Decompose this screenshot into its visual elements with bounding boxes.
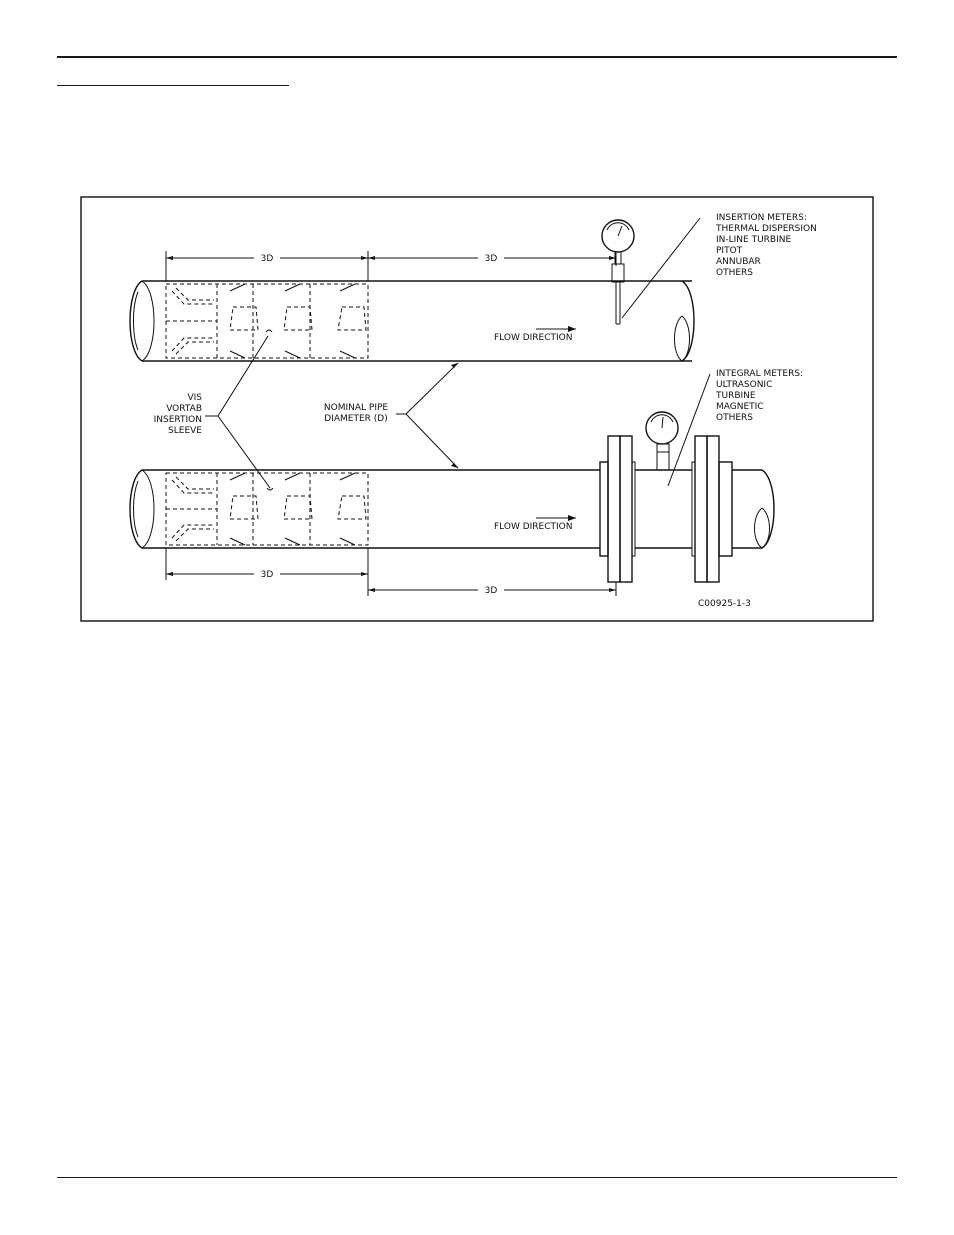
top-dimension — [166, 251, 616, 281]
insertion-meters-list: INSERTION METERS: THERMAL DISPERSION IN-… — [715, 213, 817, 278]
sleeve-line-0: VIS — [187, 393, 202, 403]
figure-code: C00925-1-3 — [698, 599, 751, 609]
flow-arrow-top-icon — [536, 326, 576, 332]
section-title-rule — [57, 85, 289, 86]
integral-meters-list: INTEGRAL METERS: ULTRASONIC TURBINE MAGN… — [715, 369, 803, 423]
integral-line-3: MAGNETIC — [716, 402, 764, 412]
flow-direction-top: FLOW DIRECTION — [494, 333, 573, 343]
insertion-line-1: THERMAL DISPERSION — [715, 224, 817, 234]
bottom-pipe — [130, 470, 774, 548]
sleeve-label: VIS VORTAB INSERTION SLEEVE — [154, 393, 203, 436]
flow-arrow-bottom-icon — [536, 515, 576, 521]
bottom-dimension — [166, 548, 616, 596]
integral-line-4: OTHERS — [716, 413, 753, 423]
bottom-left-dim-label: 3D — [261, 570, 274, 580]
pipe-diagram: 3D 3D FLOW DIRECTION INSERTION METERS: T… — [80, 196, 874, 622]
insertion-line-3: PITOT — [716, 246, 743, 256]
top-left-dim-label: 3D — [261, 254, 274, 264]
nominal-line-0: NOMINAL PIPE — [324, 403, 389, 413]
flow-direction-bottom: FLOW DIRECTION — [494, 522, 573, 532]
footer-rule — [57, 1177, 897, 1178]
insertion-line-0: INSERTION METERS: — [716, 213, 807, 223]
bottom-flanges — [600, 436, 732, 582]
insertion-line-5: OTHERS — [716, 268, 753, 278]
flow-conditioning-figure: 3D 3D FLOW DIRECTION INSERTION METERS: T… — [80, 196, 874, 622]
nominal-label: NOMINAL PIPE DIAMETER (D) — [324, 403, 389, 424]
sleeve-line-1: VORTAB — [166, 404, 202, 414]
integral-line-0: INTEGRAL METERS: — [716, 369, 803, 379]
integral-line-2: TURBINE — [715, 391, 756, 401]
nominal-leaders — [396, 363, 458, 468]
sleeve-line-2: INSERTION — [154, 415, 202, 425]
insertion-line-2: IN-LINE TURBINE — [716, 235, 791, 245]
integral-leader — [668, 374, 710, 486]
nominal-line-1: DIAMETER (D) — [324, 414, 387, 424]
sleeve-leaders — [205, 330, 273, 490]
bottom-right-dim-label: 3D — [485, 586, 498, 596]
top-pipe — [130, 281, 694, 361]
top-insertion-sleeve — [166, 284, 368, 358]
top-right-dim-label: 3D — [485, 254, 498, 264]
header-rule — [57, 56, 897, 58]
integral-line-1: ULTRASONIC — [716, 380, 772, 390]
integral-meter-gauge-icon — [646, 412, 678, 470]
sleeve-line-3: SLEEVE — [168, 426, 202, 436]
insertion-line-4: ANNUBAR — [716, 257, 761, 267]
